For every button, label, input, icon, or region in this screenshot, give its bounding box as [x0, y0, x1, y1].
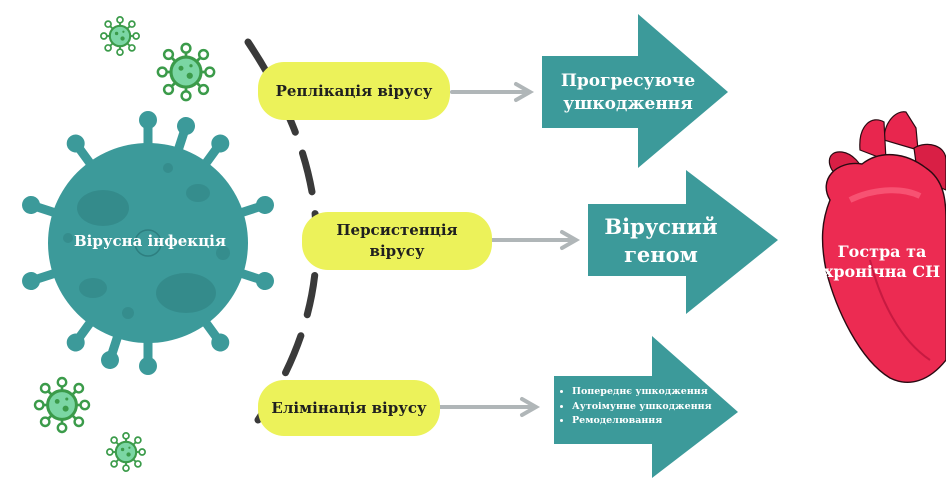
list-item: Ремоделювання	[572, 414, 712, 429]
pill-replication: Реплікація вірусу	[258, 62, 450, 120]
connector-arrow	[450, 82, 535, 102]
virus-icon	[20, 111, 277, 375]
arrow-icon	[554, 336, 738, 478]
connector-arrow	[490, 230, 581, 250]
small-virus-icon	[33, 376, 91, 434]
arrow-icon	[588, 170, 778, 314]
pill-label: Персистенція вірусу	[336, 221, 458, 260]
connector-arrow	[438, 397, 541, 417]
small-virus-icon	[156, 42, 216, 102]
pill-persistence: Персистенція вірусу	[302, 212, 492, 270]
list-item: Аутоімунне ушкодження	[572, 400, 712, 415]
pill-elimination: Елімінація вірусу	[258, 380, 440, 436]
arrow-icon	[542, 14, 728, 168]
small-virus-icon	[105, 431, 147, 473]
list-item: Попереднє ушкодження	[572, 385, 712, 400]
outcome-viral-genome: Вірусний геном	[604, 213, 718, 267]
pill-label: Елімінація вірусу	[271, 399, 427, 417]
heart-icon	[821, 111, 946, 383]
heart-label: Гостра та хронічна СН	[823, 242, 941, 281]
pill-label: Реплікація вірусу	[275, 82, 433, 100]
outcome-progressive-damage: Прогресуюче ушкодження	[560, 71, 696, 114]
virus-infection-label: Вірусна інфекція	[74, 232, 226, 250]
outcome-list: Попереднє ушкодження Аутоімунне ушкоджен…	[558, 385, 712, 429]
small-virus-icon	[99, 15, 141, 57]
